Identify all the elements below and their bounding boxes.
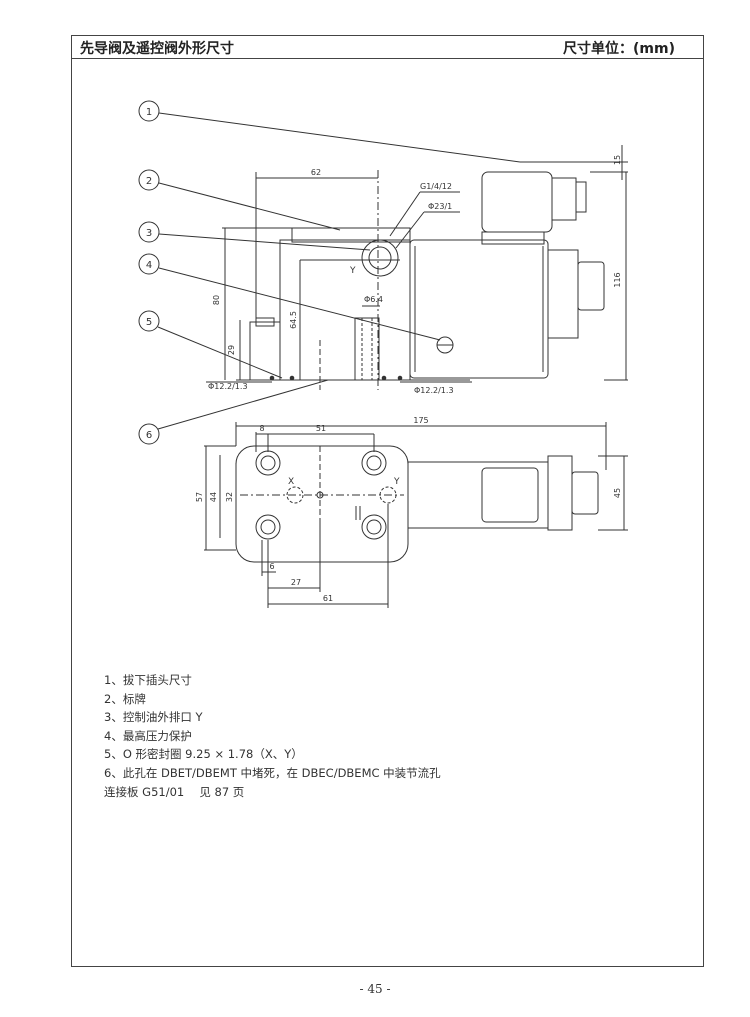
callout-6-label: 6 — [146, 430, 152, 441]
solenoid-outline-bottom — [407, 461, 549, 529]
note-4: 4、最高压力保护 — [104, 728, 192, 743]
dim-175: 175 — [413, 416, 428, 425]
dim-80: 80 — [212, 295, 221, 305]
dim-6: 6 — [269, 562, 274, 571]
dim-116: 116 — [613, 272, 622, 287]
manual-override — [577, 261, 605, 311]
bottom-view: X Y 175 8 51 57 44 32 — [195, 416, 628, 608]
bore-label: Φ23/1 — [428, 202, 452, 211]
note-connection-plate: 连接板 G51/01 见 87 页 — [104, 784, 245, 799]
note-1: 1、拔下插头尺寸 — [104, 673, 192, 687]
callout-3: 3 — [138, 221, 371, 251]
callout-6: 6 — [138, 379, 329, 445]
note-5: 5、O 形密封圈 9.25 × 1.78（X、Y） — [104, 747, 303, 762]
header-bar: 先导阀及遥控阀外形尺寸 尺寸单位：(mm) — [72, 36, 703, 59]
dim-51: 51 — [316, 424, 326, 433]
page-number: - 45 - — [359, 982, 391, 996]
page-title: 先导阀及遥控阀外形尺寸 — [80, 41, 234, 57]
body-cap — [291, 227, 411, 243]
hole-label: Φ6.4 — [364, 295, 383, 304]
callout-2: 2 — [138, 169, 341, 231]
port-y-label-bottom: Y — [393, 477, 400, 487]
port-boss — [361, 239, 399, 277]
oring-left-label: Φ12.2/1.3 — [208, 382, 248, 391]
callout-3-label: 3 — [146, 228, 152, 239]
oring-right-label: Φ12.2/1.3 — [414, 386, 454, 395]
dim-64-5: 64.5 — [289, 311, 298, 329]
solenoid-coil — [409, 239, 549, 379]
unit-label: 尺寸单位：(mm) — [563, 41, 675, 57]
dim-32: 32 — [225, 492, 234, 502]
dim-27: 27 — [291, 578, 301, 587]
note-3: 3、控制油外排口 Y — [104, 710, 203, 725]
dim-15: 15 — [613, 155, 622, 165]
callouts: 1 2 3 4 5 6 — [138, 100, 521, 445]
solenoid-tube — [547, 249, 579, 339]
dim-45: 45 — [613, 488, 622, 498]
dim-57: 57 — [195, 492, 204, 502]
thread-label: G1/4/12 — [420, 182, 452, 191]
dim-29: 29 — [227, 345, 236, 355]
callout-1: 1 — [138, 100, 521, 163]
port-x-label: X — [288, 477, 294, 487]
front-view: 62 15 116 80 64.5 29 G1/4/12 Φ23/1 Φ6.4 … — [206, 145, 628, 395]
port-y-label: Y — [349, 266, 356, 276]
note-6: 6、此孔在 DBET/DBEMT 中堵死，在 DBEC/DBEMC 中装节流孔 — [104, 765, 441, 780]
notes-list: 1、拔下插头尺寸 2、标牌 3、控制油外排口 Y 4、最高压力保护 5、O 形密… — [104, 671, 441, 801]
callout-4-label: 4 — [146, 260, 152, 271]
note-2: 2、标牌 — [104, 691, 146, 706]
port-x-marker — [286, 486, 304, 504]
callout-5: 5 — [138, 310, 283, 379]
callout-2-label: 2 — [146, 176, 152, 187]
callout-5-label: 5 — [146, 317, 152, 328]
dim-61: 61 — [323, 594, 333, 603]
plug-connector — [481, 171, 553, 233]
bolt-holes — [255, 450, 387, 540]
dim-62: 62 — [311, 168, 321, 177]
callout-1-label: 1 — [146, 107, 152, 118]
dim-44: 44 — [209, 492, 218, 502]
centre-foot — [354, 317, 380, 381]
dim-8: 8 — [259, 424, 264, 433]
page-frame: 先导阀及遥控阀外形尺寸 尺寸单位：(mm) — [71, 35, 704, 967]
